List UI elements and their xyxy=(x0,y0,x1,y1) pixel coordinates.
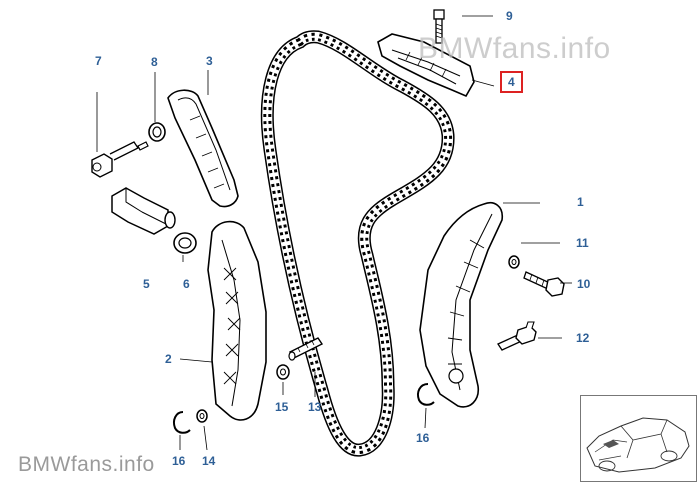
part-11-washer[interactable] xyxy=(508,255,520,269)
callout-10[interactable]: 10 xyxy=(577,277,591,291)
callout-16-right[interactable]: 16 xyxy=(416,431,430,445)
part-14-washer[interactable] xyxy=(196,409,208,423)
part-16-circlip-right[interactable] xyxy=(417,383,435,406)
callout-3[interactable]: 3 xyxy=(206,54,213,68)
callout-5[interactable]: 5 xyxy=(143,277,150,291)
timing-chain[interactable] xyxy=(260,30,455,457)
callout-13[interactable]: 13 xyxy=(308,400,322,414)
part-15-washer[interactable] xyxy=(276,364,290,380)
callout-2[interactable]: 2 xyxy=(165,352,172,366)
part-9-bolt[interactable] xyxy=(433,9,445,44)
part-4-upper-guide[interactable] xyxy=(377,33,475,98)
callout-15[interactable]: 15 xyxy=(275,400,289,414)
callout-1[interactable]: 1 xyxy=(577,195,584,209)
part-1-guide-rail[interactable] xyxy=(419,202,504,408)
callout-16-left[interactable]: 16 xyxy=(172,454,186,468)
leader-lines xyxy=(96,15,572,451)
callout-8[interactable]: 8 xyxy=(151,55,158,69)
part-12-stud-bolt[interactable] xyxy=(497,321,537,351)
watermark-bottom: BMWfans.info xyxy=(18,453,155,476)
part-8-seal-ring[interactable] xyxy=(148,122,166,142)
part-6-seal-ring[interactable] xyxy=(173,232,197,254)
callout-7[interactable]: 7 xyxy=(95,54,102,68)
part-5-chain-tensioner[interactable] xyxy=(111,187,176,235)
callout-9[interactable]: 9 xyxy=(506,9,513,23)
part-10-bolt[interactable] xyxy=(523,271,565,297)
part-13-pin[interactable] xyxy=(288,337,324,361)
callout-14[interactable]: 14 xyxy=(202,454,216,468)
callout-6[interactable]: 6 xyxy=(183,277,190,291)
part-3-tensioner-rail[interactable] xyxy=(167,89,239,208)
part-16-circlip-left[interactable] xyxy=(173,411,191,434)
callout-12[interactable]: 12 xyxy=(576,331,590,345)
vehicle-thumbnail xyxy=(580,395,697,482)
callout-11[interactable]: 11 xyxy=(576,236,589,250)
car-outline-icon xyxy=(586,417,690,473)
part-7-plug-bolt[interactable] xyxy=(91,141,149,178)
callout-4-selected[interactable]: 4 xyxy=(500,71,523,93)
part-2-guide-rail[interactable] xyxy=(207,220,267,421)
watermark-top: BMWfans.info xyxy=(418,32,611,65)
